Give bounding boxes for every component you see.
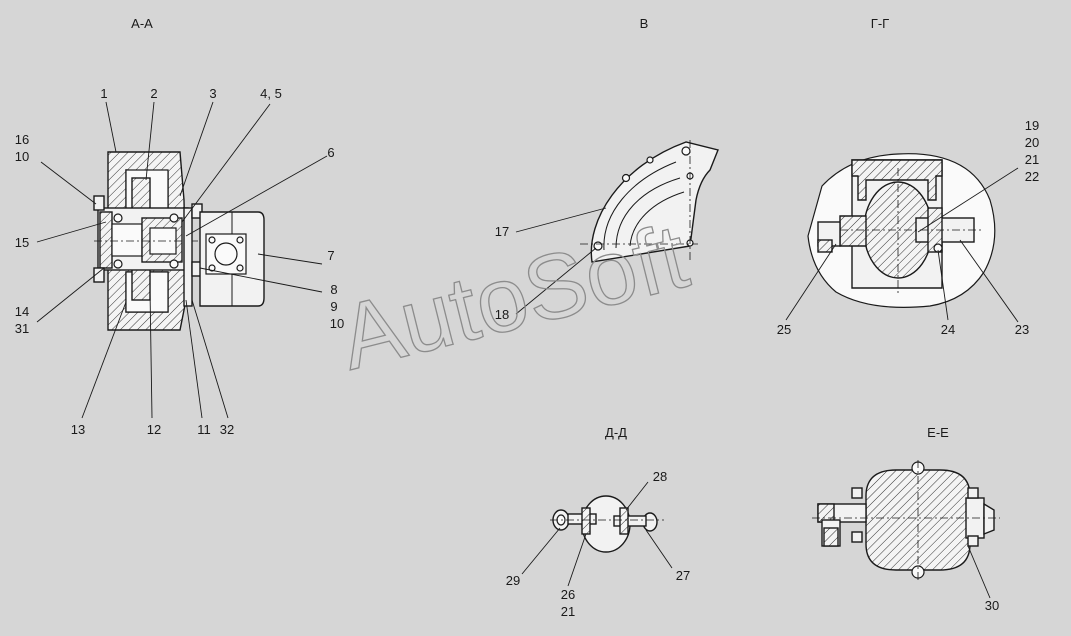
callout-12: 12 [147,422,161,437]
view-gg: Г-Г 19 20 21 22 25 24 23 [777,16,1039,337]
callout-13: 13 [71,422,85,437]
callout-7: 7 [327,248,334,263]
callout-8: 8 [330,282,337,297]
view-title-dd: Д-Д [605,425,627,440]
callout-29: 29 [506,573,520,588]
callout-4-5: 4, 5 [260,86,282,101]
callout-18: 18 [495,307,509,322]
callout-16: 16 [15,132,29,147]
callout-11: 11 [197,422,211,437]
callout-25: 25 [777,322,791,337]
callout-19: 19 [1025,118,1039,133]
callout-10-top: 10 [15,149,29,164]
callout-21-top: 21 [1025,152,1039,167]
view-ee: Е-Е 30 [812,425,1000,613]
callout-30: 30 [985,598,999,613]
callout-14: 14 [15,304,29,319]
callout-22: 22 [1025,169,1039,184]
callout-32: 32 [220,422,234,437]
view-dd: Д-Д 28 29 26 21 27 [506,425,690,619]
callout-10-right: 10 [330,316,344,331]
callout-6: 6 [327,145,334,160]
callout-21-bottom: 21 [561,604,575,619]
callout-31: 31 [15,321,29,336]
callout-24: 24 [941,322,955,337]
callout-17: 17 [495,224,509,239]
view-title-b: В [640,16,649,31]
view-title-ee: Е-Е [927,425,949,440]
view-title-gg: Г-Г [871,16,889,31]
callout-15: 15 [15,235,29,250]
callout-20: 20 [1025,135,1039,150]
callout-9: 9 [330,299,337,314]
view-aa: А-А [15,16,344,437]
callout-23: 23 [1015,322,1029,337]
callout-2: 2 [150,86,157,101]
autosoft-watermark: AutoSoft [330,205,697,389]
callout-1: 1 [100,86,107,101]
callout-28: 28 [653,469,667,484]
view-title-aa: А-А [131,16,153,31]
callout-26: 26 [561,587,575,602]
callout-3: 3 [209,86,216,101]
callout-27: 27 [676,568,690,583]
view-b: В 17 18 [495,16,719,322]
